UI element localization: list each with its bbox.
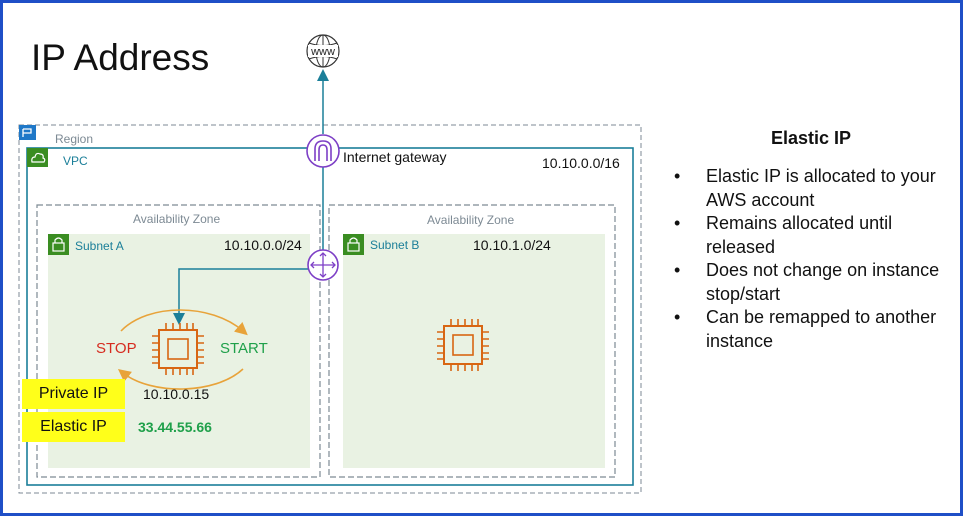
az-b-label: Availability Zone xyxy=(427,213,515,227)
region-flag-icon xyxy=(19,125,36,140)
stop-label: STOP xyxy=(96,340,137,357)
bullet-item: Does not change on instance stop/start xyxy=(671,259,960,306)
bullet-item: Remains allocated until released xyxy=(671,212,960,259)
bullet-item: Elastic IP is allocated to your AWS acco… xyxy=(671,165,960,212)
internet-gateway-label: Internet gateway xyxy=(343,149,447,165)
page-title: IP Address xyxy=(31,37,210,78)
private-ip-label: Private IP xyxy=(22,379,125,409)
region-label: Region xyxy=(55,132,94,146)
vpc-label: VPC xyxy=(63,154,88,168)
internet-globe-icon xyxy=(306,34,340,68)
subnet-a-lock-icon xyxy=(48,234,69,255)
elastic-ip-label: Elastic IP xyxy=(22,412,125,442)
vpc-cloud-icon xyxy=(27,148,48,167)
bullet-item: Can be remapped to another instance xyxy=(671,306,960,353)
router-to-instance-line xyxy=(173,268,308,325)
subnet-b-cidr: 10.10.1.0/24 xyxy=(473,237,551,253)
instance-b-chip-icon xyxy=(437,319,489,371)
cycle-arrow-bottom xyxy=(117,368,244,390)
subnet-a-cidr: 10.10.0.0/24 xyxy=(224,237,302,253)
subnet-b-box xyxy=(343,234,605,468)
az-a-label: Availability Zone xyxy=(133,212,221,226)
internet-gateway-icon xyxy=(306,134,340,168)
private-ip-value: 10.10.0.15 xyxy=(143,386,210,402)
subnet-b-label: Subnet B xyxy=(370,238,420,252)
elastic-ip-heading: Elastic IP xyxy=(771,128,852,148)
region-box xyxy=(18,124,642,494)
router-icon xyxy=(307,249,339,281)
vpc-cidr: 10.10.0.0/16 xyxy=(542,155,620,171)
subnet-a-label: Subnet A xyxy=(75,239,124,253)
subnet-b-lock-icon xyxy=(343,234,364,255)
az-a-box xyxy=(36,204,321,478)
elastic-ip-value: 33.44.55.66 xyxy=(138,419,212,435)
instance-a-chip-icon xyxy=(152,323,204,375)
cycle-arrow-top xyxy=(120,309,248,336)
elastic-ip-bullet-list: Elastic IP is allocated to your AWS acco… xyxy=(671,165,960,353)
internet-globe-text: www xyxy=(310,46,335,58)
start-label: START xyxy=(220,340,268,357)
